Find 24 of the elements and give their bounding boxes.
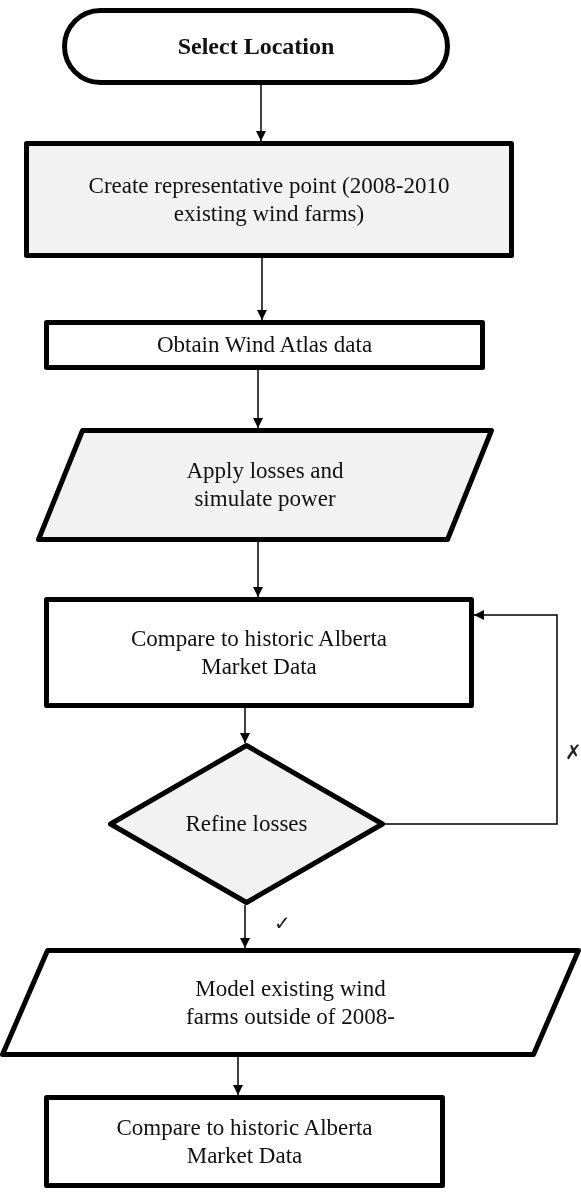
arrow (384, 610, 558, 825)
process-box (44, 320, 485, 370)
arrow (253, 541, 263, 598)
step-text: Apply losses and simulate power (185, 457, 345, 513)
step-text: Obtain Wind Atlas data (156, 331, 373, 359)
step-text: Compare to historic Alberta Market Data (115, 1113, 374, 1170)
arrow (240, 904, 250, 949)
arrow (240, 707, 250, 744)
arrow (253, 369, 263, 429)
decision-diamond (108, 743, 385, 905)
data-parallelogram (36, 428, 494, 542)
step-text: Compare to historic Alberta Market Data (129, 624, 389, 681)
process-box (44, 597, 474, 708)
arrow (256, 84, 266, 142)
step-text: Create representative point (2008-2010 existing wind farms) (87, 171, 451, 228)
data-parallelogram (0, 948, 581, 1057)
arrow (233, 1056, 243, 1096)
edge-label: ✗ (565, 742, 581, 762)
process-box (24, 141, 514, 258)
step-text: Model existing wind farms outside of 2008- (185, 974, 396, 1031)
step-text: Refine losses (185, 810, 308, 838)
process-box (44, 1095, 445, 1188)
step-text: Select Location (177, 32, 335, 61)
arrow (257, 257, 267, 321)
